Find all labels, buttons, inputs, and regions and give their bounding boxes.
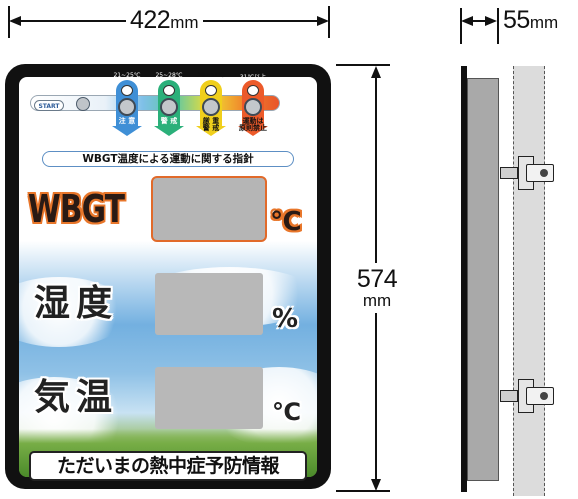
start-badge: START bbox=[34, 100, 64, 111]
bolt-icon bbox=[540, 169, 548, 177]
height-arrow-up bbox=[371, 66, 381, 78]
width-arrow-left bbox=[9, 16, 21, 26]
height-arrow-down bbox=[371, 479, 381, 491]
level-label: 厳 重 警 戒 bbox=[202, 117, 220, 133]
height-tick-bottom bbox=[336, 490, 390, 492]
level-label: 運動は 原則禁止 bbox=[239, 117, 267, 133]
wbgt-display bbox=[151, 176, 267, 242]
depth-arrow-right bbox=[485, 16, 497, 26]
guideline-caption: WBGT温度による運動に関する指針 bbox=[42, 151, 294, 167]
bracket-stub bbox=[500, 390, 518, 402]
face-icon bbox=[163, 85, 175, 96]
humidity-display bbox=[155, 273, 263, 335]
start-lamp-icon bbox=[76, 97, 90, 111]
temperature-unit: ℃ bbox=[272, 398, 302, 426]
board-side-edge bbox=[461, 66, 467, 492]
height-tick-top bbox=[336, 64, 390, 66]
level-lamp-icon bbox=[160, 98, 178, 116]
level-prohibited: 31℃以上 運動は 原則禁止 bbox=[238, 74, 268, 144]
humidity-unit: % bbox=[272, 304, 299, 334]
height-label: 574 mm bbox=[354, 263, 400, 313]
info-banner: ただいまの熱中症予防情報 bbox=[29, 451, 307, 481]
start-label: START bbox=[38, 103, 60, 110]
level-arrow-icon bbox=[196, 126, 226, 136]
wbgt-unit: ℃ bbox=[270, 207, 302, 237]
face-icon bbox=[205, 85, 217, 96]
level-range: 28~31℃ bbox=[197, 72, 225, 79]
level-caution: 21~25℃ 注 意 bbox=[112, 72, 142, 144]
mounting-bracket-icon bbox=[500, 156, 556, 190]
wall-side-view bbox=[513, 66, 545, 496]
depth-arrow-left bbox=[461, 16, 473, 26]
width-tick-right bbox=[328, 6, 330, 38]
face-icon bbox=[121, 85, 133, 96]
humidity-label: 湿度 bbox=[34, 283, 119, 324]
level-lamp-icon bbox=[202, 98, 220, 116]
height-value: 574 bbox=[356, 265, 398, 293]
depth-label: 55mm bbox=[503, 6, 559, 34]
level-lamp-icon bbox=[244, 98, 262, 116]
depth-tick-left bbox=[460, 8, 462, 44]
level-arrow-icon bbox=[154, 126, 184, 136]
level-severe-warning: 28~31℃ 厳 重 警 戒 bbox=[196, 72, 226, 144]
level-range: 31℃以上 bbox=[239, 74, 267, 81]
face-icon bbox=[247, 85, 259, 96]
temperature-label: 気温 bbox=[34, 377, 119, 418]
level-arrow-icon bbox=[112, 126, 142, 136]
depth-line bbox=[468, 20, 492, 22]
mounting-bracket-icon bbox=[500, 379, 556, 413]
depth-value: 55 bbox=[503, 6, 530, 34]
level-warning: 25~28℃ 警 戒 bbox=[154, 72, 184, 144]
width-arrow-right bbox=[317, 16, 329, 26]
level-lamp-icon bbox=[118, 98, 136, 116]
wbgt-label: WBGT bbox=[28, 187, 125, 231]
width-label: 422mm bbox=[126, 8, 203, 33]
level-arrow-icon bbox=[238, 126, 268, 136]
level-label: 注 意 bbox=[118, 117, 136, 125]
cloud bbox=[19, 277, 129, 347]
width-value: 422 bbox=[130, 6, 171, 34]
height-unit: mm bbox=[362, 291, 392, 310]
bolt-icon bbox=[540, 392, 548, 400]
level-label: 警 戒 bbox=[160, 117, 178, 125]
depth-tick-right bbox=[497, 8, 499, 44]
level-range: 21~25℃ bbox=[113, 72, 141, 79]
depth-unit: mm bbox=[529, 13, 559, 32]
width-unit: mm bbox=[170, 13, 199, 32]
temperature-display bbox=[155, 367, 263, 429]
bracket-stub bbox=[500, 167, 518, 179]
level-range: 25~28℃ bbox=[155, 72, 183, 79]
board-side-body bbox=[467, 78, 499, 481]
